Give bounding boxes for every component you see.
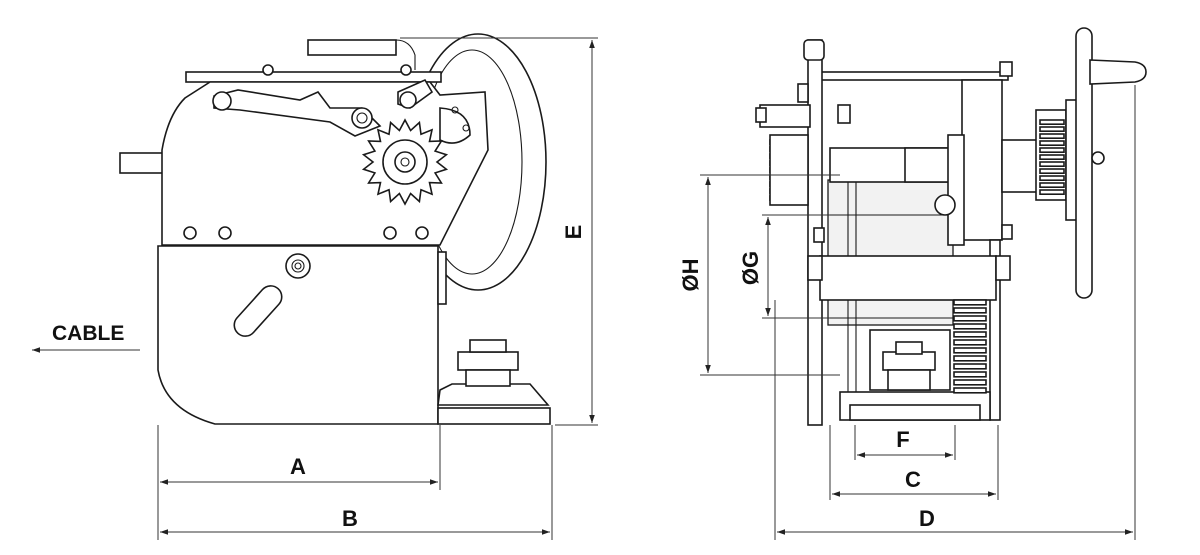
drum-band xyxy=(819,255,997,301)
dimension-e-label: E xyxy=(561,225,586,240)
drum xyxy=(827,179,954,326)
cable-label: CABLE xyxy=(52,322,124,345)
dimension-d-label: D xyxy=(919,506,935,531)
hole xyxy=(415,226,429,240)
dimension-b-label: B xyxy=(342,506,358,531)
front-view xyxy=(755,27,1147,426)
front-dimensions xyxy=(700,85,1136,540)
side-dimensions xyxy=(32,37,598,540)
hole xyxy=(218,226,232,240)
pivot xyxy=(285,253,311,279)
cable-shaft xyxy=(119,152,166,174)
lower-housing xyxy=(157,245,439,425)
dimension-f-label: F xyxy=(896,427,909,452)
hole xyxy=(183,226,197,240)
dimension-g-label: ØG xyxy=(738,251,763,285)
slot xyxy=(233,285,283,337)
spur-gear xyxy=(953,299,987,394)
hand-wheel xyxy=(1075,27,1093,299)
base-plate xyxy=(437,407,551,425)
top-lever xyxy=(307,39,397,56)
frame-top xyxy=(819,71,1009,81)
crank-handle xyxy=(1089,59,1147,85)
side-guard xyxy=(437,251,447,305)
dimension-a-label: A xyxy=(290,454,306,479)
mount-bracket xyxy=(437,383,550,406)
dimension-h-label: ØH xyxy=(678,259,703,292)
dimension-c-label: C xyxy=(905,467,921,492)
hole xyxy=(383,226,397,240)
right-housing xyxy=(961,79,1003,241)
side-view xyxy=(119,33,551,425)
